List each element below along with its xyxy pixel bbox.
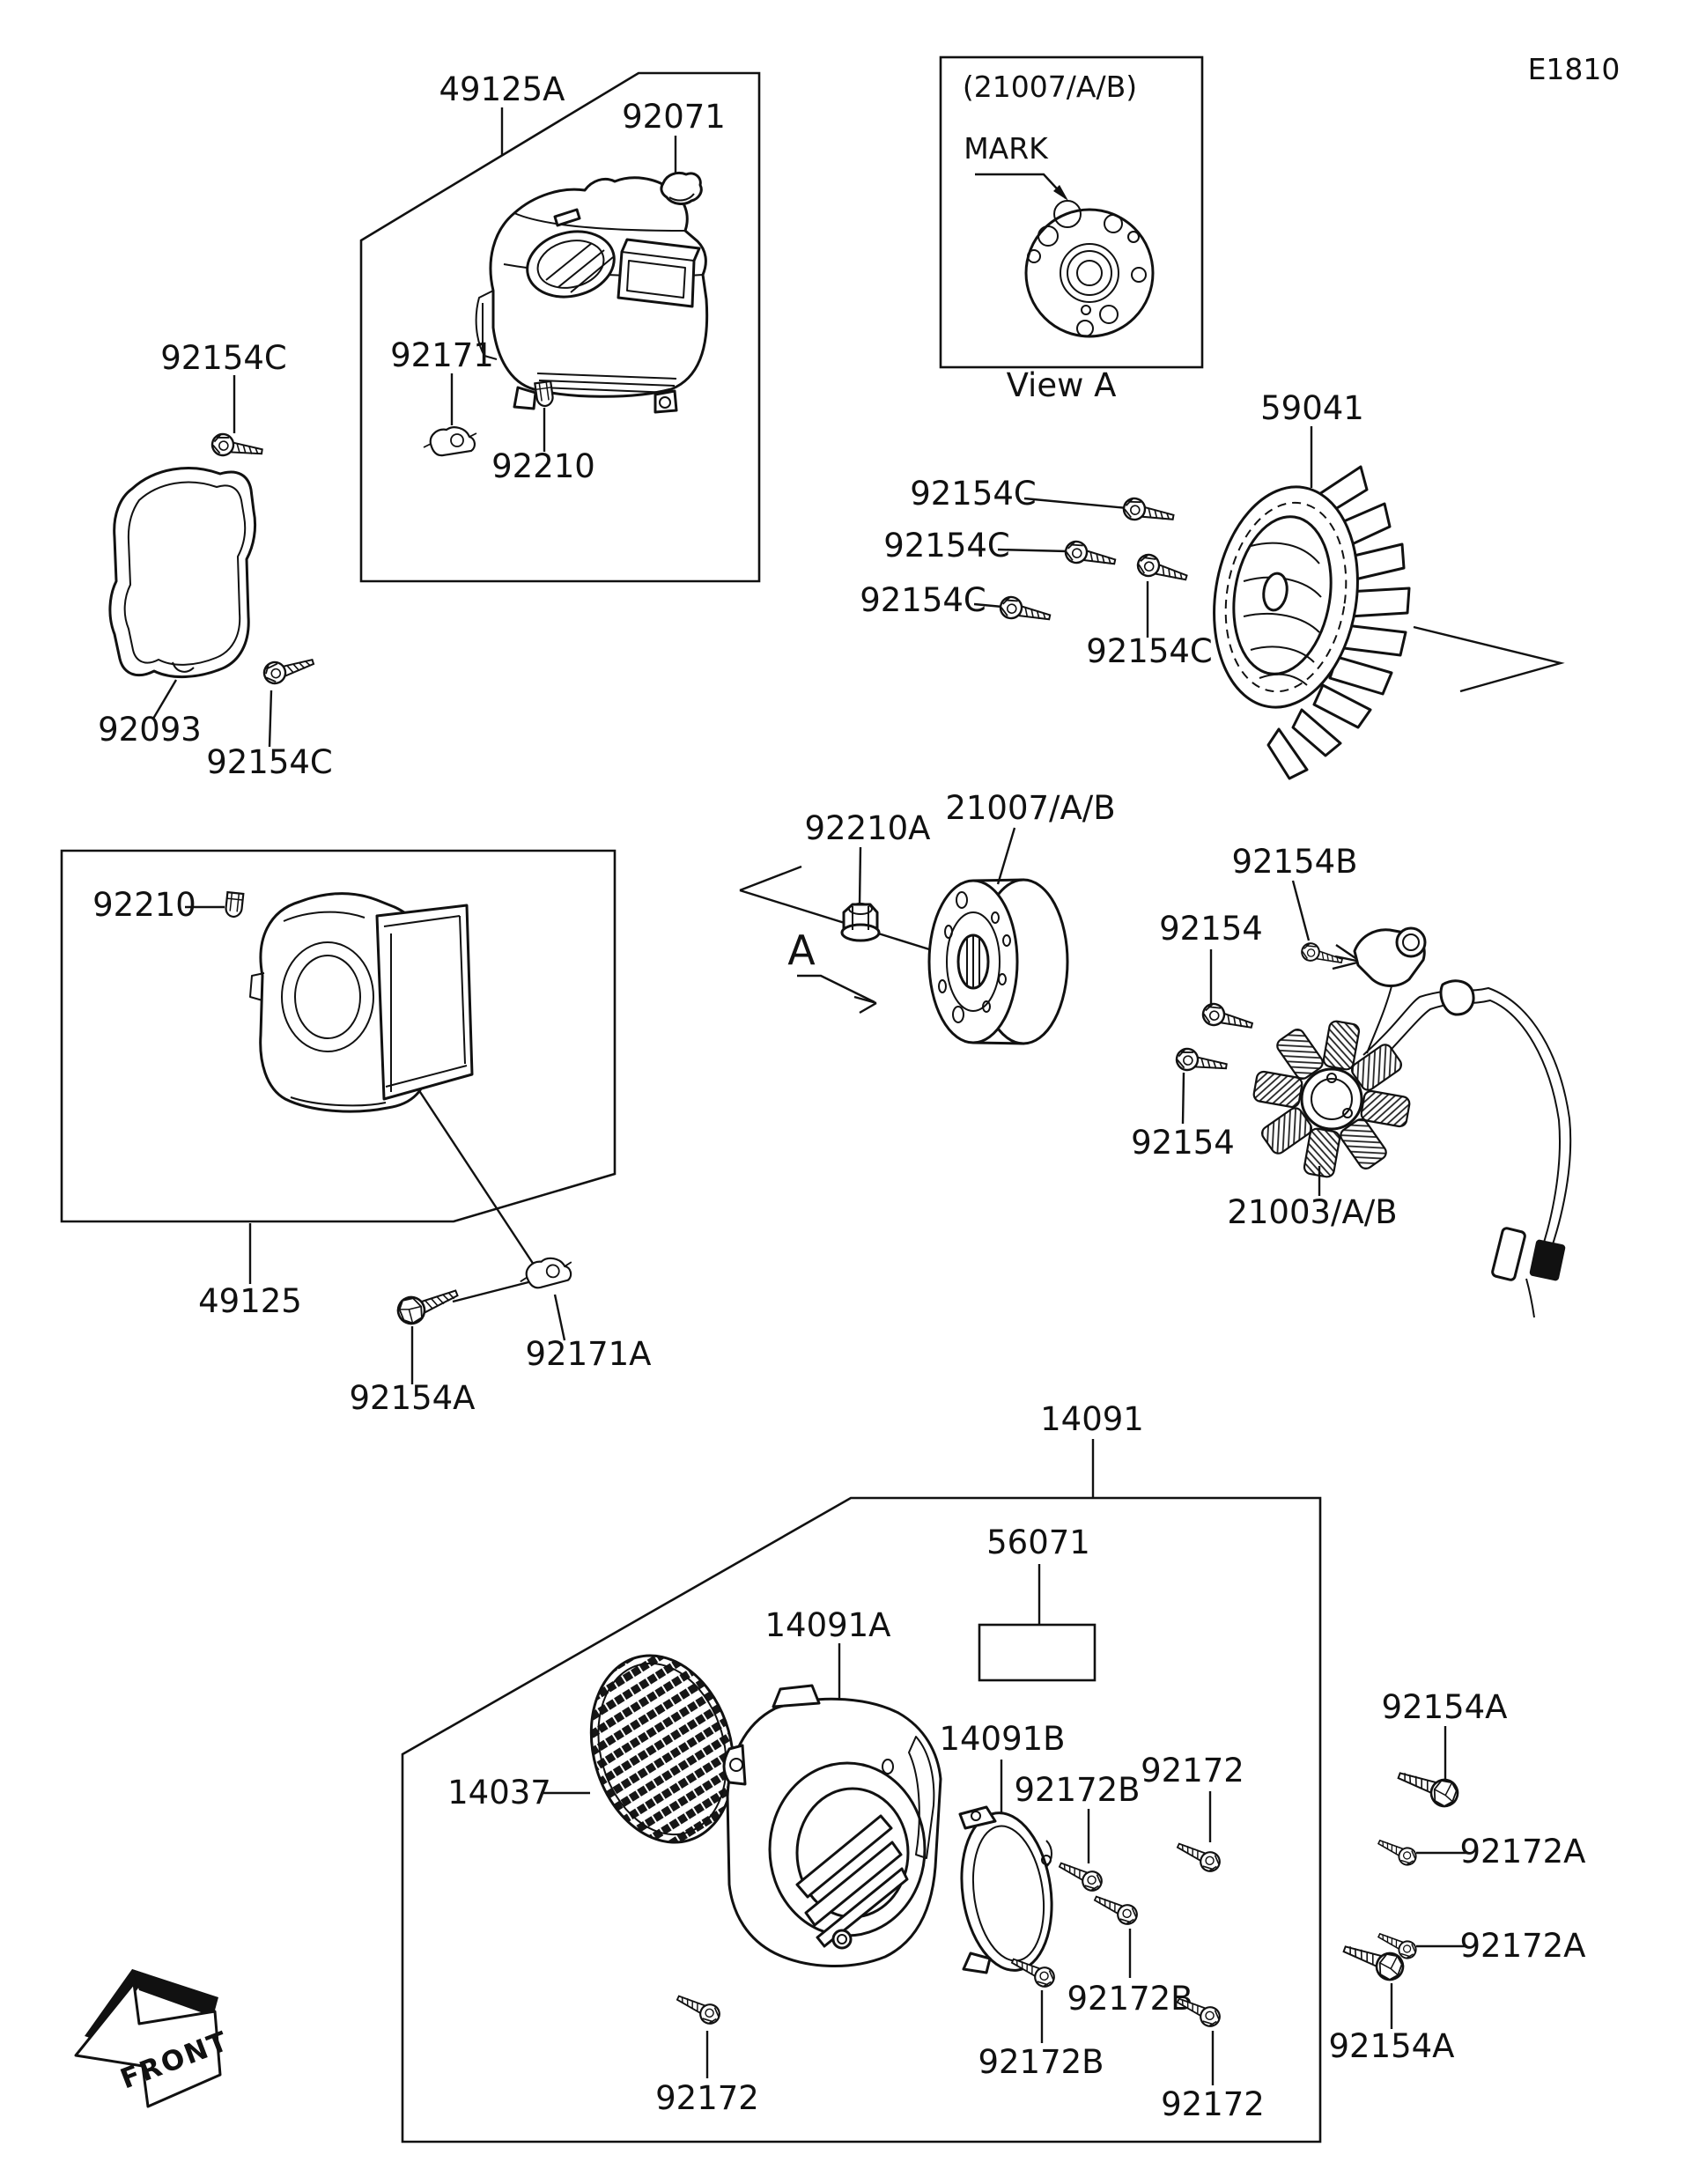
part-label-59041: 59041 (1260, 389, 1364, 427)
part-label-56071: 56071 (986, 1524, 1090, 1561)
rotor-leader (739, 865, 941, 955)
part-drawing-56071-label-plate (978, 1623, 1097, 1682)
screw-92172b-icon-2 (1089, 1890, 1141, 1929)
group-fan-59041: 59041 92154C 92154C 92154C 92154C (860, 389, 1565, 780)
front-arrow-face (74, 1981, 222, 2108)
group-frame (359, 71, 761, 583)
screw-92154c-icon-5 (997, 594, 1053, 628)
part-label-92172-1: 92172 (1141, 1752, 1244, 1789)
part-label-14091: 14091 (1040, 1400, 1144, 1438)
part-label-14091B: 14091B (939, 1720, 1065, 1758)
screw-92154-icon-1 (1200, 1000, 1256, 1036)
part-drawing-49125-shroud (249, 892, 474, 1113)
nut-92210A-icon (840, 903, 881, 942)
part-label-92071: 92071 (622, 98, 726, 136)
group-rotor-21007: 21007/A/B 92210A A (739, 789, 1263, 1162)
part-label-92154-2: 92154 (1131, 1124, 1235, 1162)
screw-92172a-icon-1 (1374, 1834, 1420, 1869)
screw-92154c-icon-4 (1062, 538, 1119, 572)
view-a-caption: View A (1007, 366, 1117, 404)
part-drawing-harness (1362, 979, 1572, 1318)
group-frame-14091 (401, 1496, 1322, 2143)
part-label-92172A-2: 92172A (1459, 1927, 1585, 1965)
group-box-49125a: 49125A 92071 92171 92210 (359, 70, 761, 583)
view-a-frame (939, 55, 1204, 369)
part-drawing-21003-stator (1252, 1020, 1411, 1178)
figure-code: E1810 (1528, 52, 1621, 86)
screw-92154c-icon-3 (1120, 495, 1177, 528)
fan-pointer-lines (1413, 625, 1565, 693)
part-label-92171: 92171 (390, 336, 494, 374)
part-label-92210-2: 92210 (92, 886, 196, 924)
part-label-92154A-1: 92154A (349, 1379, 475, 1417)
part-label-92154C-1: 92154C (160, 339, 287, 377)
part-label-21003: 21003/A/B (1227, 1193, 1397, 1231)
view-a-mark-label: MARK (964, 131, 1049, 166)
part-label-92154C-2: 92154C (206, 743, 333, 781)
group-box-14091: 14091 56071 14091A 14037 14091B (401, 1400, 1322, 2143)
part-label-92154A-3: 92154A (1328, 2027, 1454, 2065)
screw-92154-icon-2 (1174, 1046, 1229, 1077)
part-drawing-14037-grille (589, 1654, 735, 1844)
clamp-leader (396, 1058, 535, 1265)
part-label-14037: 14037 (447, 1774, 551, 1811)
part-label-92172-3: 92172 (655, 2079, 759, 2117)
view-a-rotor-face (1024, 200, 1155, 338)
clip-92210-icon-2 (224, 891, 245, 919)
front-arrow-edge-2 (132, 1969, 218, 2017)
view-a-note: (21007/A/B) (963, 70, 1137, 104)
part-label-92154C-6: 92154C (1086, 632, 1213, 670)
screw-92172-icon-3 (672, 1989, 724, 2028)
part-label-92154C-5: 92154C (860, 581, 986, 619)
part-drawing-49125a-cover (475, 176, 709, 414)
group-frame-49125 (60, 849, 617, 1223)
view-direction-letter: A (787, 926, 816, 974)
group-stator-21003: 92154B (1227, 843, 1572, 1318)
part-label-92172A-1: 92172A (1459, 1833, 1585, 1870)
part-label-92154C-3: 92154C (910, 475, 1037, 513)
bolt-92154a-icon-2 (1392, 1762, 1463, 1811)
part-label-92154A-2: 92154A (1381, 1688, 1507, 1726)
part-label-92154C-4: 92154C (883, 527, 1010, 564)
part-label-92093: 92093 (98, 711, 202, 749)
screw-92154c-icon-1 (210, 432, 265, 462)
bolt-92154a-icon-1 (393, 1279, 462, 1329)
group-box-49125: 92210 49125 92171A 92154A (60, 849, 652, 1417)
part-label-92210: 92210 (491, 447, 595, 485)
part-label-92172B-1: 92172B (1014, 1771, 1140, 1809)
group-gasket-92093: 92154C 92093 92154C (98, 339, 333, 781)
group-view-a: (21007/A/B) MARK View A (939, 55, 1204, 404)
part-label-14091A: 14091A (764, 1606, 890, 1644)
part-drawing-92093-gasket (108, 467, 257, 679)
part-drawing-21007-rotor (927, 878, 1069, 1045)
part-drawing-14091b-cover (958, 1805, 1053, 1974)
front-direction-arrow: FRONT (74, 1969, 233, 2108)
clip-92210-icon (534, 380, 555, 409)
view-direction-arrow (797, 974, 875, 1004)
part-drawing-59041-fan (1213, 465, 1411, 780)
group-right-fasteners: 92154A 92172A 92172A 92154A (1328, 1688, 1585, 2065)
part-label-21007: 21007/A/B (945, 789, 1115, 827)
part-label-92172B-3: 92172B (978, 2043, 1104, 2081)
part-label-49125: 49125 (198, 1282, 302, 1320)
part-label-92171A: 92171A (525, 1335, 651, 1373)
screw-92154c-icon-6 (1133, 550, 1191, 588)
clamp-92171-icon (422, 426, 478, 457)
screw-92172b-icon-1 (1054, 1856, 1106, 1895)
part-label-92210A: 92210A (804, 809, 930, 847)
part-label-49125A: 49125A (439, 70, 565, 108)
part-label-92154-1: 92154 (1159, 910, 1263, 948)
clamp-92171a-icon (517, 1255, 575, 1291)
part-label-92172-2: 92172 (1161, 2085, 1265, 2123)
part-label-92172B-2: 92172B (1067, 1980, 1193, 2018)
part-drawing-14091a-cover (722, 1684, 942, 1967)
part-drawing-pickup-bracket (1353, 926, 1427, 1054)
part-label-92154B: 92154B (1231, 843, 1357, 881)
mark-arrowhead (1053, 185, 1068, 201)
screw-92172-icon-1 (1172, 1837, 1224, 1876)
part-drawing-92071-cap (660, 171, 703, 205)
screw-92154c-icon-2 (260, 649, 317, 688)
